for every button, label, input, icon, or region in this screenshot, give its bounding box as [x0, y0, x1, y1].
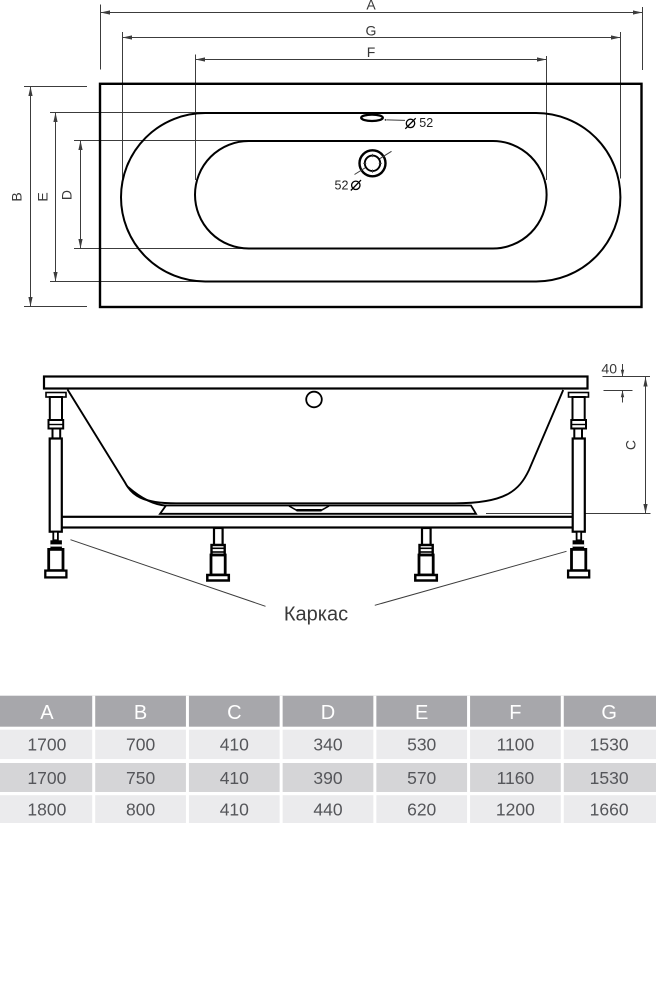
svg-text:E: E: [415, 702, 428, 724]
svg-text:B: B: [9, 192, 25, 201]
svg-text:800: 800: [126, 799, 155, 819]
svg-text:1530: 1530: [590, 768, 629, 788]
svg-text:D: D: [59, 190, 75, 200]
svg-text:52: 52: [335, 179, 349, 193]
svg-text:1100: 1100: [497, 735, 535, 755]
svg-text:52: 52: [419, 116, 433, 130]
svg-text:1160: 1160: [497, 768, 535, 788]
svg-text:750: 750: [126, 768, 155, 788]
svg-text:1200: 1200: [496, 799, 535, 819]
svg-text:530: 530: [407, 735, 436, 755]
svg-text:1700: 1700: [27, 735, 66, 755]
svg-text:A: A: [366, 0, 376, 13]
svg-text:1660: 1660: [590, 799, 629, 819]
svg-text:1700: 1700: [27, 768, 66, 788]
svg-text:G: G: [601, 702, 617, 724]
svg-text:440: 440: [313, 799, 342, 819]
svg-text:F: F: [367, 44, 376, 60]
svg-text:410: 410: [220, 799, 249, 819]
svg-text:G: G: [366, 22, 377, 38]
svg-text:410: 410: [220, 768, 249, 788]
svg-text:40: 40: [601, 361, 617, 377]
svg-text:570: 570: [407, 768, 436, 788]
svg-text:1800: 1800: [27, 799, 66, 819]
svg-text:C: C: [227, 702, 241, 724]
svg-text:D: D: [321, 702, 335, 724]
svg-text:340: 340: [313, 735, 342, 755]
svg-text:1530: 1530: [590, 735, 629, 755]
svg-text:A: A: [40, 702, 54, 724]
svg-text:B: B: [134, 702, 147, 724]
svg-text:F: F: [509, 702, 521, 724]
svg-text:Каркас: Каркас: [284, 604, 348, 626]
svg-text:620: 620: [407, 799, 436, 819]
svg-text:C: C: [623, 440, 639, 450]
svg-text:E: E: [35, 192, 51, 201]
svg-text:390: 390: [313, 768, 342, 788]
svg-text:410: 410: [220, 735, 249, 755]
svg-text:700: 700: [126, 735, 155, 755]
